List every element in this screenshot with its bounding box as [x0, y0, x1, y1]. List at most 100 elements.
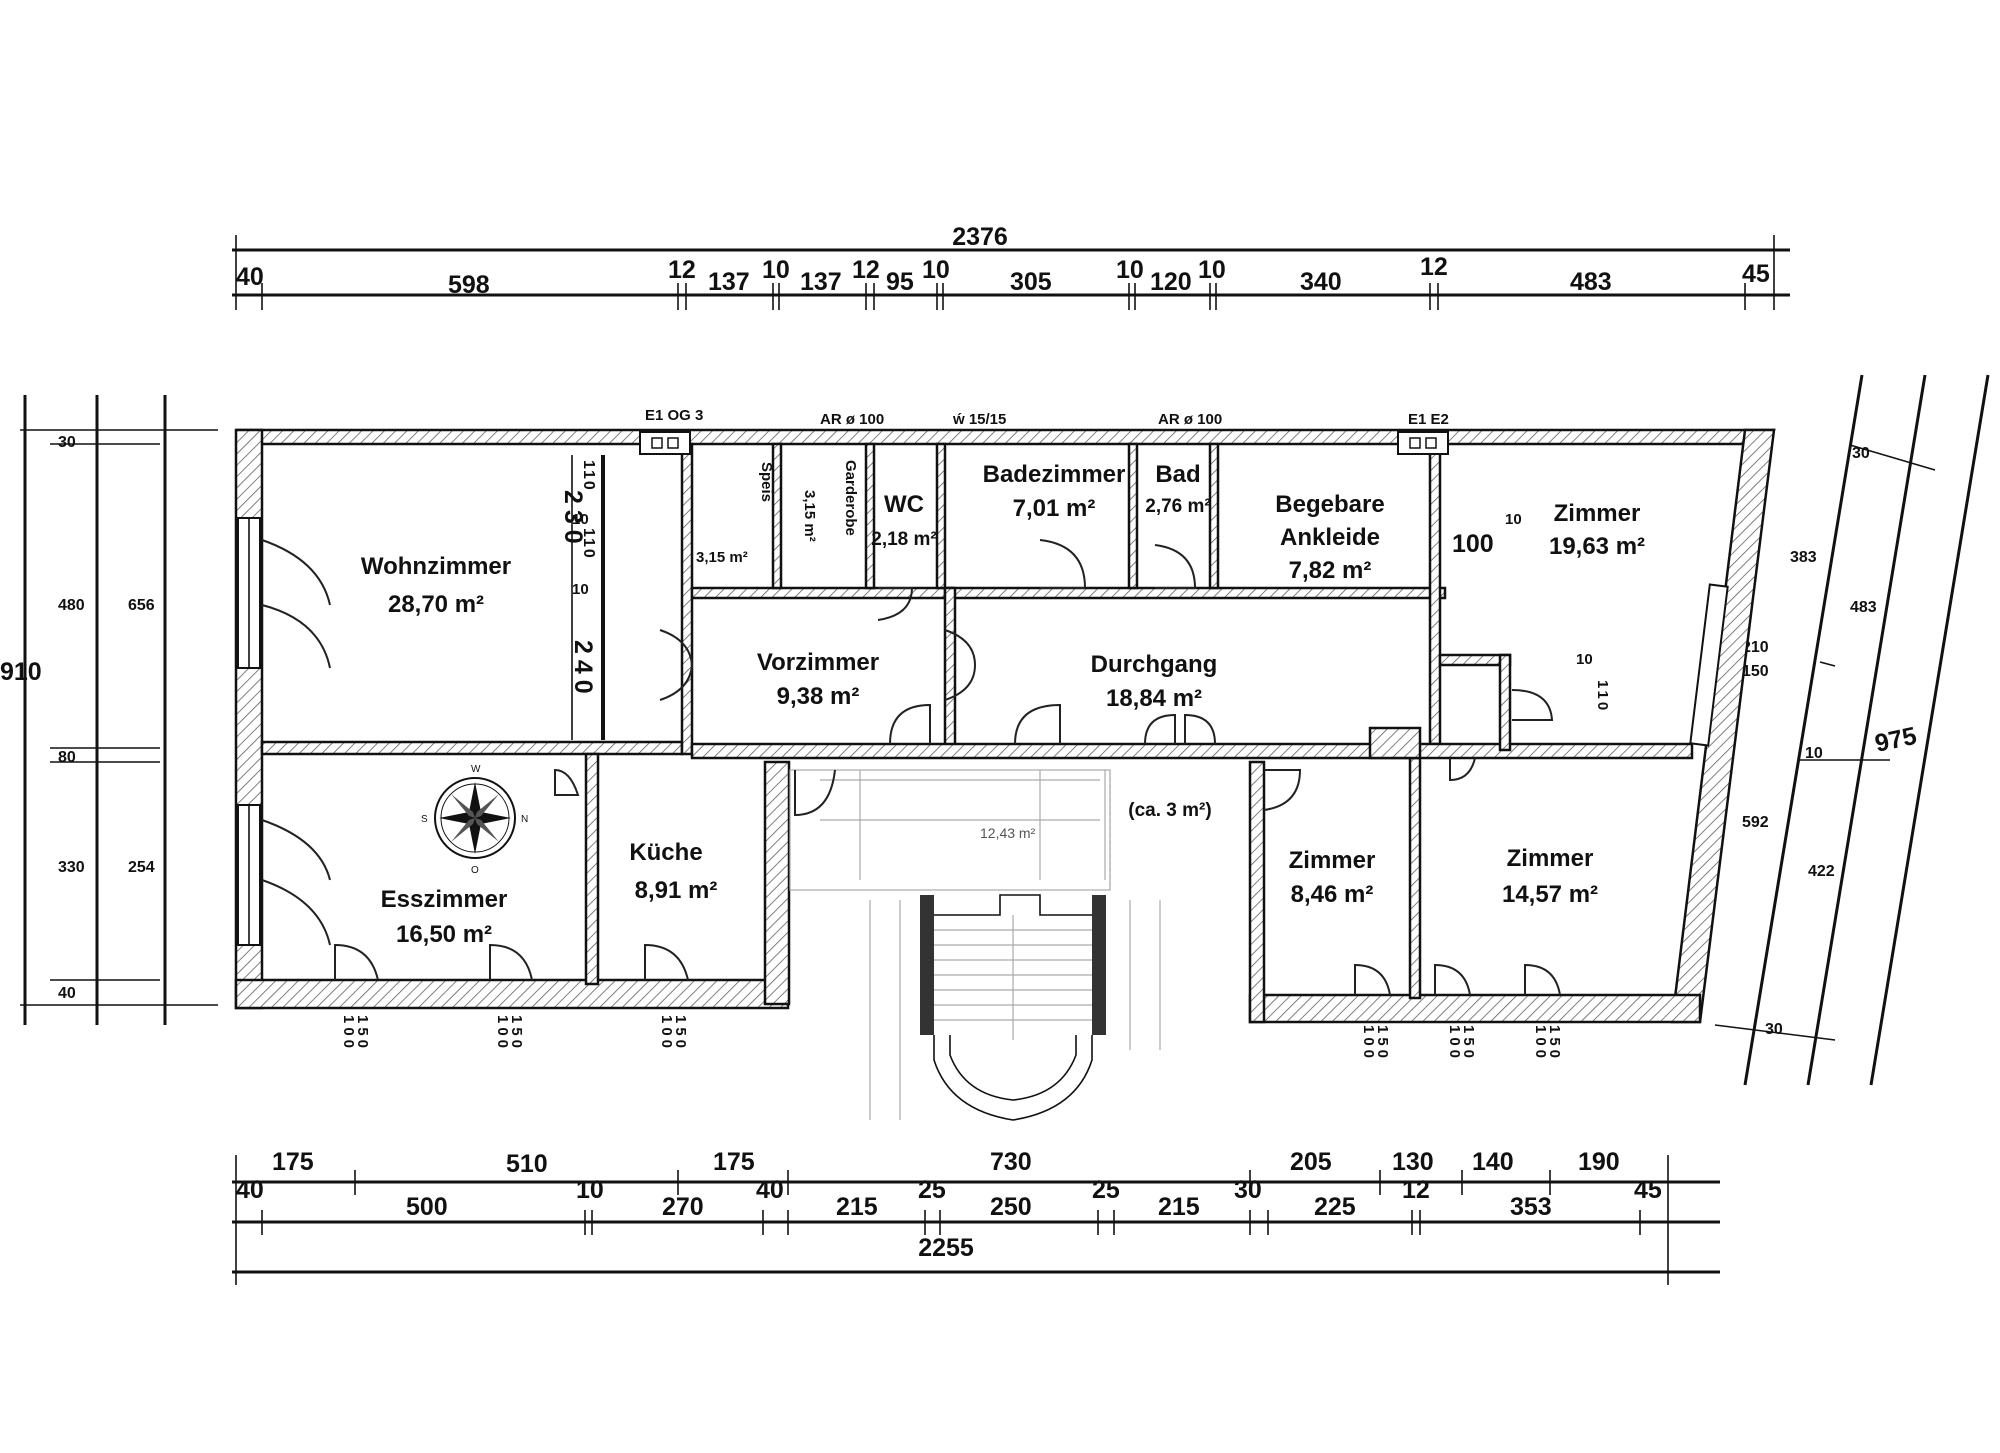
dim-110b: 110 — [580, 528, 597, 560]
top-dim: 10 — [1198, 256, 1226, 284]
right-dim: 210 — [1742, 639, 1769, 656]
room-area: 7,82 m² — [1289, 557, 1372, 584]
bottom-dim-r1: 140 — [1472, 1148, 1514, 1176]
dim-10a: 10 — [572, 511, 589, 528]
bottom-dim-r1: 175 — [713, 1148, 755, 1176]
left-dim: 330 — [58, 859, 85, 876]
interior-walls — [260, 442, 1694, 1000]
compass-n: N — [521, 814, 528, 825]
room-vorzimmer: Vorzimmer 9,38 m² — [757, 649, 879, 710]
room-area: 19,63 m² — [1549, 533, 1645, 560]
top-dim: 483 — [1570, 268, 1612, 296]
bottom-dim-r2: 215 — [1158, 1193, 1200, 1221]
bottom-dim-r2: 12 — [1402, 1176, 1430, 1204]
right-dim: 150 — [1742, 663, 1769, 680]
room-area: 28,70 m² — [388, 591, 484, 618]
right-dim: 30 — [1852, 445, 1870, 462]
top-dim: 340 — [1300, 268, 1342, 296]
left-dim: 656 — [128, 597, 155, 614]
room-area: 18,84 m² — [1106, 685, 1202, 712]
room-area: 2,76 m² — [1145, 496, 1210, 517]
bottom-dim-r1: 175 — [272, 1148, 314, 1176]
right-dim: 383 — [1790, 549, 1817, 566]
window-width: 100 — [658, 1015, 675, 1052]
top-dim: 40 — [236, 263, 264, 291]
window-width: 100 — [1360, 1025, 1377, 1062]
top-dim: 45 — [1742, 260, 1770, 288]
room-garderobe: Garderobe 3,15 m² — [801, 460, 859, 542]
bottom-dimension-chain: 175 510 175 730 205 130 140 190 40 500 1… — [232, 1148, 1720, 1285]
top-dim: 120 — [1150, 268, 1192, 296]
window-height: 150 — [1374, 1025, 1391, 1062]
top-dim: 12 — [1420, 253, 1448, 281]
left-dim: 80 — [58, 749, 76, 766]
bottom-dim-r2: 40 — [236, 1176, 264, 1204]
room-durchgang: Durchgang 18,84 m² — [1091, 651, 1218, 712]
dim-110c: 110 — [1594, 680, 1611, 713]
window-size-labels: 100 150 100 150 100 150 100 150 100 150 … — [340, 1015, 1563, 1062]
top-dimension-chain: 2376 40 598 12 137 10 137 12 95 10 305 1… — [232, 223, 1790, 310]
right-total-dim: 975 — [1872, 722, 1919, 758]
right-dim: 10 — [1805, 745, 1823, 762]
dim-10d: 10 — [1576, 651, 1593, 668]
bottom-dim-r1: 190 — [1578, 1148, 1620, 1176]
window-width: 100 — [494, 1015, 511, 1052]
room-area: 16,50 m² — [396, 921, 492, 948]
bottom-dim-r2: 215 — [836, 1193, 878, 1221]
dim-230: 230 — [559, 490, 587, 550]
chimney-icons — [639, 431, 1449, 455]
top-dim: 137 — [708, 268, 750, 296]
label-vent: ẃ 15/15 — [952, 411, 1006, 428]
built-in-wardrobe — [571, 455, 605, 740]
bottom-dim-r2: 40 — [756, 1176, 784, 1204]
bottom-dim-r2: 500 — [406, 1193, 448, 1221]
bottom-dim-r2: 25 — [918, 1176, 946, 1204]
room-badezimmer: Badezimmer 7,01 m² — [983, 461, 1126, 522]
compass-rose-icon: W O S N — [421, 764, 528, 876]
room-name: Badezimmer — [983, 461, 1126, 488]
room-zimmer-1: Zimmer 19,63 m² — [1549, 500, 1645, 560]
room-name: Zimmer — [1507, 845, 1594, 872]
window-width: 100 — [1446, 1025, 1463, 1062]
top-dim: 12 — [668, 256, 696, 284]
bottom-total-dim: 2255 — [918, 1234, 974, 1262]
room-esszimmer: Esszimmer 16,50 m² — [381, 886, 508, 948]
top-dim: 10 — [762, 256, 790, 284]
room-name: WC — [884, 491, 924, 518]
bottom-dim-r1: 205 — [1290, 1148, 1332, 1176]
label-e1-og3: E1 OG 3 — [645, 407, 703, 424]
top-dim: 10 — [922, 256, 950, 284]
right-dim: 483 — [1850, 599, 1877, 616]
window-height: 150 — [672, 1015, 689, 1052]
left-dim: 480 — [58, 597, 85, 614]
window-height: 150 — [508, 1015, 525, 1052]
staircase-drawing — [789, 769, 1161, 1121]
right-dim: 422 — [1808, 863, 1835, 880]
right-dim: 592 — [1742, 814, 1769, 831]
top-dim: 95 — [886, 268, 914, 296]
room-name: Bad — [1155, 461, 1200, 488]
room-name: Zimmer — [1289, 847, 1376, 874]
left-dim: 254 — [128, 859, 155, 876]
room-name: Begebare — [1275, 491, 1384, 518]
room-area: 2,18 m² — [871, 529, 936, 550]
room-name: Zimmer — [1554, 500, 1641, 527]
compass-w: W — [471, 764, 481, 775]
top-total-dim: 2376 — [952, 223, 1008, 251]
window-height: 150 — [1460, 1025, 1477, 1062]
window-height: 150 — [354, 1015, 371, 1052]
room-ca3: (ca. 3 m²) — [1128, 800, 1211, 821]
bottom-dim-r2: 45 — [1634, 1176, 1662, 1204]
room-name: Küche — [629, 839, 702, 866]
top-dim: 12 — [852, 256, 880, 284]
left-dim: 40 — [58, 985, 76, 1002]
top-dim: 137 — [800, 268, 842, 296]
room-kueche: Küche 8,91 m² — [629, 839, 717, 904]
dim-240: 240 — [569, 640, 597, 700]
top-dim: 10 — [1116, 256, 1144, 284]
windows — [237, 517, 1729, 946]
left-dimension-chain: 910 30 480 80 330 40 656 254 — [0, 395, 218, 1025]
top-dim: 305 — [1010, 268, 1052, 296]
bottom-dim-r1: 510 — [506, 1150, 548, 1178]
